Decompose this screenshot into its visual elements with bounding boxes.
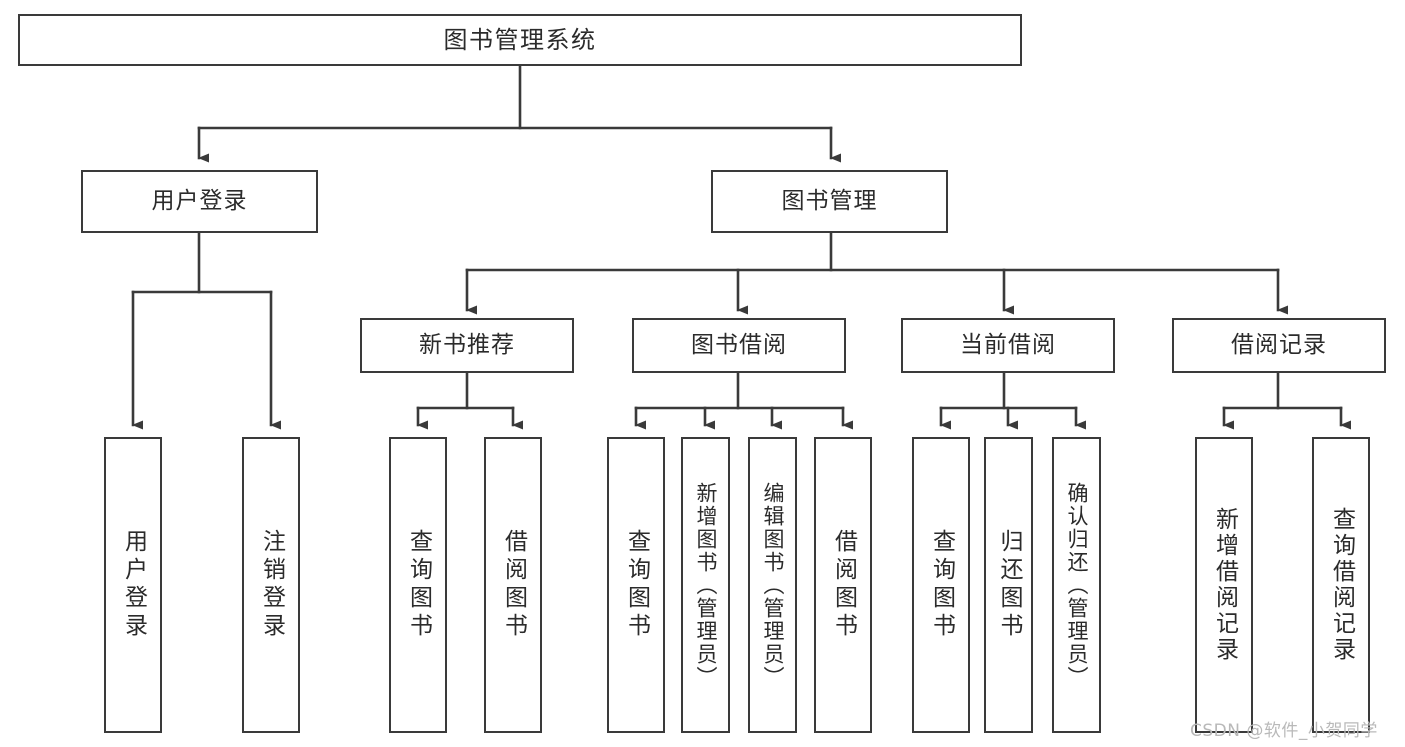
node-user-login-label: 用户登录 [151,187,248,214]
node-leaf-add-record-label: 新增借阅记录 [1211,507,1238,663]
node-leaf-add-book-label: 新增图书（管理员） [694,481,718,689]
node-leaf-add-book[interactable]: 新增图书（管理员） [681,437,730,733]
node-leaf-borrow-book-1-label: 借阅图书 [500,529,527,641]
node-leaf-edit-book[interactable]: 编辑图书（管理员） [748,437,797,733]
node-book-borrow-label: 图书借阅 [691,331,787,358]
node-leaf-query-record[interactable]: 查询借阅记录 [1312,437,1370,733]
node-borrow-record[interactable]: 借阅记录 [1172,318,1386,373]
node-leaf-query-book-2-label: 查询图书 [623,529,650,641]
node-leaf-query-book-1-label: 查询图书 [405,529,432,641]
node-leaf-user-logout[interactable]: 注销登录 [242,437,300,733]
node-leaf-return-book-label: 归还图书 [996,529,1022,641]
node-leaf-edit-book-label: 编辑图书（管理员） [761,481,785,689]
node-new-book-recommend[interactable]: 新书推荐 [360,318,574,373]
node-leaf-confirm-return-label: 确认归还（管理员） [1065,481,1089,689]
node-leaf-borrow-book-1[interactable]: 借阅图书 [484,437,542,733]
node-book-manage[interactable]: 图书管理 [711,170,948,233]
node-leaf-user-logout-label: 注销登录 [258,529,285,641]
node-new-book-recommend-label: 新书推荐 [419,331,515,358]
node-leaf-return-book[interactable]: 归还图书 [984,437,1033,733]
node-leaf-confirm-return[interactable]: 确认归还（管理员） [1052,437,1101,733]
node-current-borrow[interactable]: 当前借阅 [901,318,1115,373]
watermark: CSDN @软件_小贺同学 [1190,721,1378,741]
node-leaf-add-record[interactable]: 新增借阅记录 [1195,437,1253,733]
node-leaf-user-login[interactable]: 用户登录 [104,437,162,733]
node-root[interactable]: 图书管理系统 [18,14,1022,66]
node-root-label: 图书管理系统 [443,25,597,54]
node-user-login[interactable]: 用户登录 [81,170,318,233]
node-leaf-query-record-label: 查询借阅记录 [1328,507,1355,663]
node-leaf-query-book-3-label: 查询图书 [928,529,955,641]
node-book-borrow[interactable]: 图书借阅 [632,318,846,373]
node-book-manage-label: 图书管理 [781,187,878,214]
node-leaf-query-book-2[interactable]: 查询图书 [607,437,665,733]
node-leaf-user-login-label: 用户登录 [120,529,147,641]
node-borrow-record-label: 借阅记录 [1231,331,1327,358]
node-leaf-query-book-1[interactable]: 查询图书 [389,437,447,733]
node-leaf-query-book-3[interactable]: 查询图书 [912,437,970,733]
node-current-borrow-label: 当前借阅 [960,331,1056,358]
node-leaf-borrow-book-2[interactable]: 借阅图书 [814,437,872,733]
node-leaf-borrow-book-2-label: 借阅图书 [830,529,857,641]
